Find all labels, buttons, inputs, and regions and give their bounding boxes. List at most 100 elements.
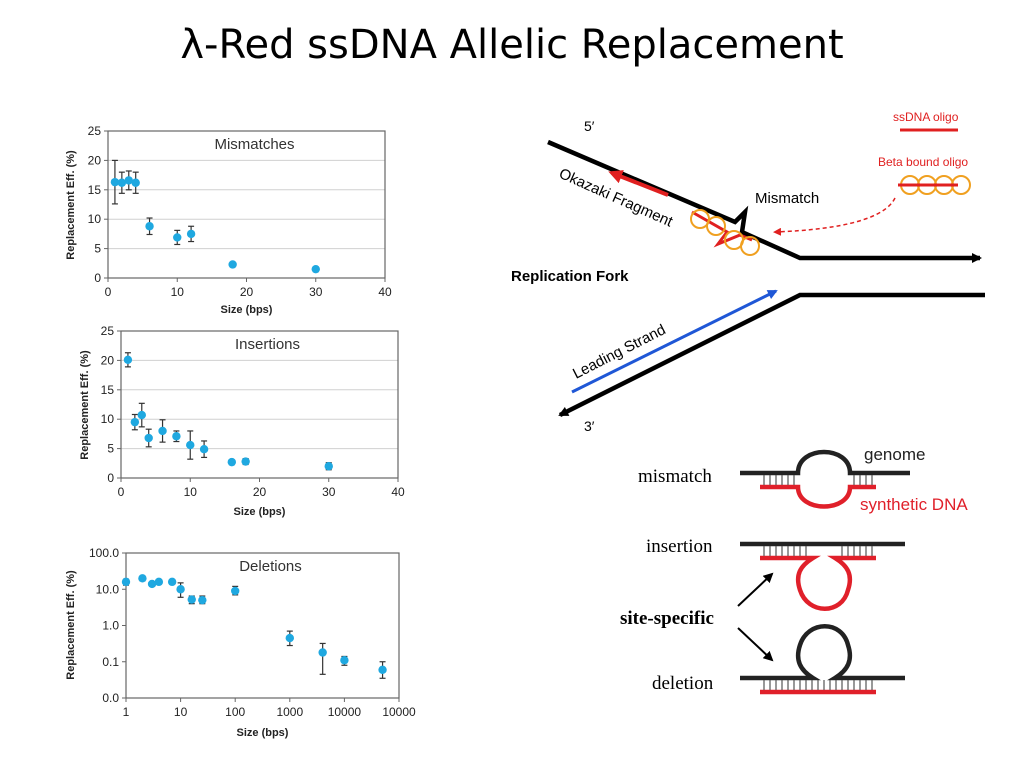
site-specific-label: site-specific (620, 608, 714, 629)
x-tick-label: 1 (123, 705, 130, 719)
x-tick-label: 40 (378, 285, 392, 299)
site-specific-arrow-down (737, 627, 774, 662)
leading-template-strand (558, 292, 985, 418)
x-tick-label: 30 (322, 485, 336, 499)
data-point (231, 586, 240, 596)
x-axis-label: Size (bps) (221, 304, 273, 316)
data-point (167, 577, 177, 587)
y-tick-label: 5 (107, 442, 114, 456)
x-tick-label: 10000 (382, 705, 416, 719)
x-tick-label: 0 (118, 485, 125, 499)
data-point (227, 457, 236, 467)
y-tick-label: 0 (94, 271, 101, 285)
data-point (144, 433, 153, 443)
lambda-symbol: λ (180, 22, 205, 68)
y-axis-label: Replacement Eff. (%) (65, 570, 77, 680)
y-axis-label: Replacement Eff. (%) (65, 150, 77, 260)
data-point (187, 595, 196, 604)
data-point (158, 426, 167, 436)
data-point (110, 177, 120, 187)
synthetic-dna-label: synthetic DNA (860, 495, 968, 514)
label-5prime: 5′ (584, 118, 595, 134)
replacement-types-diagram: mismatch insertion site-specific deletio… (620, 445, 968, 695)
deletion-label: deletion (652, 673, 714, 694)
data-point (130, 417, 140, 427)
x-tick-label: 10 (174, 705, 188, 719)
data-point (137, 410, 146, 420)
y-tick-label: 0 (107, 471, 114, 485)
y-axis-label: Replacement Eff. (%) (79, 350, 91, 460)
data-point (378, 665, 387, 674)
chart-title: Insertions (235, 336, 300, 353)
x-axis-label: Size (bps) (237, 727, 289, 739)
genome-label: genome (864, 445, 925, 464)
y-tick-label: 0.0 (102, 691, 119, 705)
y-tick-label: 25 (101, 324, 115, 338)
x-tick-label: 10 (171, 285, 185, 299)
x-tick-label: 30 (309, 285, 323, 299)
data-point (318, 648, 327, 657)
data-point (186, 229, 196, 239)
x-tick-label: 10 (184, 485, 198, 499)
y-tick-label: 15 (88, 183, 102, 197)
data-point (228, 260, 237, 269)
chart-title: Mismatches (214, 136, 294, 153)
y-tick-label: 100.0 (89, 546, 119, 560)
bound-oligo (690, 209, 760, 256)
data-point (117, 178, 127, 187)
y-tick-label: 15 (101, 383, 115, 397)
x-tick-label: 10000 (328, 705, 362, 719)
replication-fork-diagram: 5′ 3′ Okazaki Fragment Mismatch Replicat… (511, 110, 985, 434)
data-point (176, 585, 185, 594)
y-tick-label: 10 (88, 212, 102, 226)
label-3prime: 3′ (584, 418, 595, 434)
mismatch-label: mismatch (638, 466, 712, 487)
mismatch-schematic (740, 449, 910, 509)
y-tick-label: 25 (88, 124, 102, 138)
data-point (186, 440, 195, 450)
title-text: -Red ssDNA Allelic Replacement (204, 22, 844, 68)
x-tick-label: 0 (105, 285, 112, 299)
okazaki-arrow (608, 170, 669, 197)
x-tick-label: 1000 (276, 705, 303, 719)
data-point (173, 233, 182, 242)
deletion-schematic (740, 624, 905, 695)
y-tick-label: 5 (94, 242, 101, 256)
beta-bound-legend-label: Beta bound oligo (878, 155, 968, 169)
data-point (147, 579, 157, 589)
mismatch-label: Mismatch (755, 190, 819, 207)
data-point (311, 264, 320, 274)
chart-title: Deletions (239, 558, 302, 575)
y-tick-label: 20 (101, 353, 115, 367)
y-tick-label: 1.0 (102, 619, 119, 633)
ssdna-oligo-legend: ssDNA oligo (893, 110, 959, 124)
data-point (340, 656, 349, 665)
data-point (154, 577, 164, 587)
data-point (198, 595, 207, 605)
beta-bound-legend (898, 175, 971, 195)
leading-strand-arrow (571, 289, 778, 394)
slide-title: λ-Red ssDNA Allelic Replacement (0, 22, 1024, 68)
x-tick-label: 40 (391, 485, 405, 499)
data-point (121, 577, 131, 587)
data-point (285, 633, 294, 643)
replication-fork-label: Replication Fork (511, 268, 629, 285)
insertion-label: insertion (646, 536, 713, 557)
data-point (131, 178, 140, 187)
x-axis-label: Size (bps) (234, 506, 286, 518)
data-point (145, 222, 154, 231)
data-point (199, 444, 209, 454)
lagging-strand (547, 139, 982, 263)
plot-frame (107, 130, 386, 279)
data-point (172, 432, 181, 441)
data-point (241, 457, 250, 466)
x-tick-label: 20 (240, 285, 254, 299)
y-tick-label: 10 (101, 412, 115, 426)
data-point (138, 574, 147, 583)
insertion-schematic (740, 541, 905, 611)
plot-frame (120, 330, 399, 479)
y-tick-label: 20 (88, 153, 102, 167)
